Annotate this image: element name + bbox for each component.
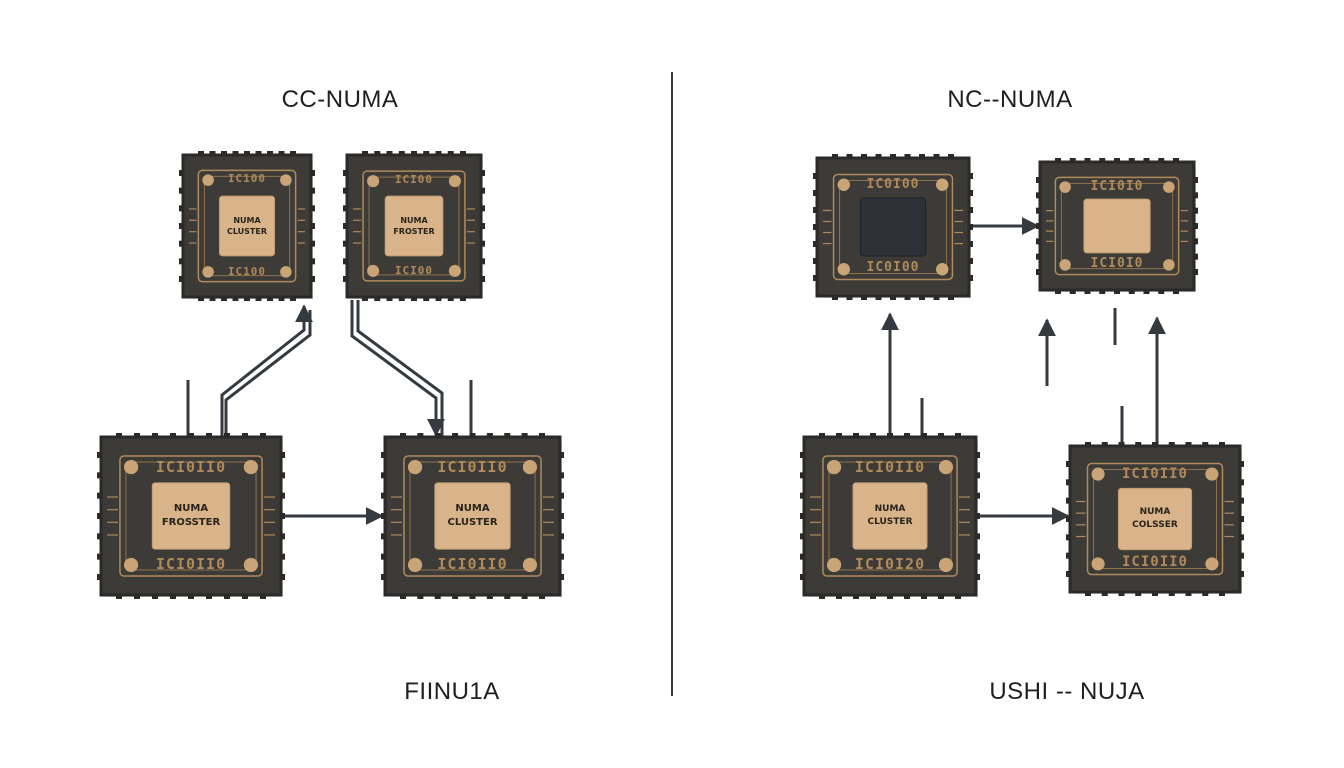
chip-graphic xyxy=(1036,158,1198,294)
chip-graphic xyxy=(381,433,564,599)
chip-pad-text-bottom: ICI0II0 xyxy=(1121,554,1188,571)
chip-label-line1: NUMA xyxy=(400,215,428,225)
chip-label-line1: NUMA xyxy=(455,502,490,514)
chip-label: NUMA FROSSTER xyxy=(152,483,229,549)
chip-graphic xyxy=(800,433,980,599)
chip-label-line1: NUMA xyxy=(173,502,209,514)
chip-graphic xyxy=(343,151,485,301)
chip-pad-text-bottom: ICI0II0 xyxy=(437,555,508,574)
wire-left-down xyxy=(350,300,445,437)
chip-pad-text-top: ICI00 xyxy=(394,173,434,187)
right-panel-caption: USHI -- NUJA xyxy=(989,678,1145,705)
chip-graphic xyxy=(1066,442,1244,596)
chip-pad-text-bottom: ICI00 xyxy=(394,263,434,277)
wire-left-up xyxy=(220,304,313,437)
chip-pad-text-bottom: ICI0I0 xyxy=(1090,255,1144,271)
chip-pad-text-top: ICI0II0 xyxy=(437,457,508,476)
chip-graphic xyxy=(813,154,973,300)
wire-left-down-double xyxy=(356,300,444,437)
chip-pad-text-bottom: IC100 xyxy=(227,264,267,278)
right-panel-title: NC--NUMA xyxy=(947,86,1073,113)
chip-label-line1: NUMA xyxy=(1139,507,1171,518)
chip-label-line2: FROSTER xyxy=(393,226,435,236)
chip-label: NUMA CLUSTER xyxy=(435,483,510,549)
chip-label-line1: NUMA xyxy=(233,215,261,225)
chip-pad-text-top: ICI0II0 xyxy=(854,457,926,476)
chip-pad-text-top: ICI0II0 xyxy=(155,457,227,476)
left-panel-title: CC-NUMA xyxy=(281,86,399,113)
chip-pad-text-top: ICI0II0 xyxy=(1121,465,1188,482)
chip-label-line2: FROSSTER xyxy=(161,516,221,528)
chip-label-line2: COLSSER xyxy=(1132,519,1178,530)
chip-graphic xyxy=(179,151,315,301)
chip-graphic xyxy=(97,433,285,599)
chip-pad-text-top: ICI0I0 xyxy=(1090,179,1144,195)
chip-pad-text-bottom: ICI0I20 xyxy=(854,555,926,574)
chip-pad-text-bottom: IC0I00 xyxy=(866,260,920,276)
chip-pad-text-bottom: ICI0II0 xyxy=(155,555,227,574)
chip-pad-text-top: IC100 xyxy=(227,172,267,186)
wire-left-up-double xyxy=(224,310,312,437)
chip-label-line1: NUMA xyxy=(874,504,906,515)
chip-label-line2: CLUSTER xyxy=(867,516,913,527)
left-panel-caption: FIINU1A xyxy=(404,678,500,705)
chip-label-line2: CLUSTER xyxy=(226,226,267,236)
chip-label-line2: CLUSTER xyxy=(447,516,498,528)
panel-divider xyxy=(671,72,673,696)
chip-pad-text-top: IC0I00 xyxy=(866,176,920,192)
